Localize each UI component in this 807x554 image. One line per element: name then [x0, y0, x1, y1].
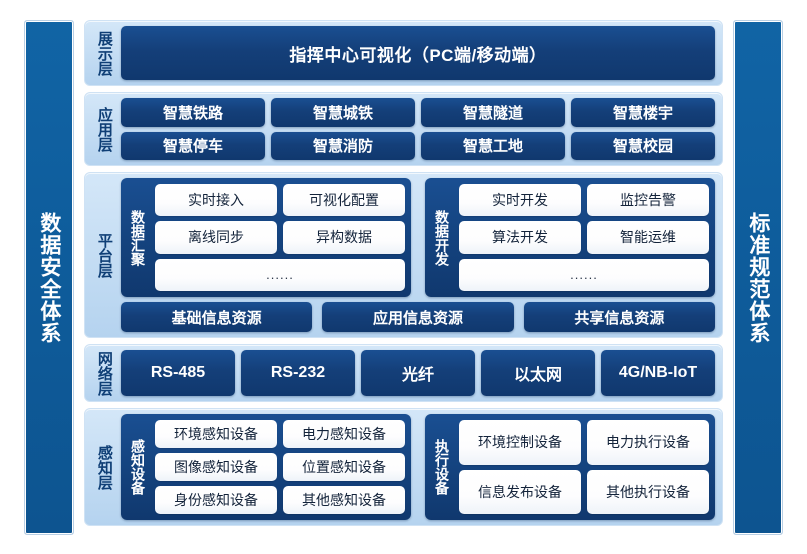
actuator-item-other[interactable]: 其他执行设备 [587, 469, 709, 514]
app-item-smart-tunnel[interactable]: 智慧隧道 [421, 98, 565, 127]
application-body: 智慧铁路 智慧城铁 智慧隧道 智慧楼宇 智慧停车 智慧消防 智慧工地 智慧校园 [116, 98, 715, 160]
layer-label-sensing: 感知层 [95, 444, 113, 490]
platform-panel-data-development: 数据开发 实时开发 监控告警 算法开发 智能运维 ...... [425, 178, 715, 297]
agg-item-heterogeneous-data[interactable]: 异构数据 [283, 221, 405, 254]
left-pillar-label: 数据安全体系 [37, 211, 61, 344]
actuator-devices-row-2: 信息发布设备 其他执行设备 [459, 469, 709, 514]
sensing-panel-actuator-devices: 执行设备 环境控制设备 电力执行设备 信息发布设备 其他执行设备 [425, 414, 715, 520]
layer-label-presentation: 展示层 [95, 30, 113, 76]
sensor-item-image[interactable]: 图像感知设备 [155, 453, 277, 481]
dev-item-realtime-development[interactable]: 实时开发 [459, 184, 581, 217]
data-development-grid: 实时开发 监控告警 算法开发 智能运维 ...... [453, 184, 709, 291]
layer-label-platform: 平台层 [95, 232, 113, 278]
agg-item-more[interactable]: ...... [155, 258, 405, 291]
sensing-panels: 感知设备 环境感知设备 电力感知设备 图像感知设备 位置感知设备 [121, 414, 715, 520]
layer-stack: 展示层 指挥中心可视化（PC端/移动端） 应用层 智慧铁路 智慧城铁 智慧隧道 … [84, 20, 723, 535]
layer-label-application: 应用层 [95, 106, 113, 152]
actuator-devices-grid: 环境控制设备 电力执行设备 信息发布设备 其他执行设备 [453, 420, 709, 514]
network-body: RS-485 RS-232 光纤 以太网 4G/NB-IoT [116, 350, 715, 396]
presentation-body: 指挥中心可视化（PC端/移动端） [116, 26, 715, 80]
sensor-item-environment[interactable]: 环境感知设备 [155, 420, 277, 448]
resource-item-shared-info[interactable]: 共享信息资源 [523, 302, 715, 332]
actuator-item-power-execution[interactable]: 电力执行设备 [587, 420, 709, 465]
data-development-row-2: 算法开发 智能运维 [459, 221, 709, 254]
agg-item-realtime-access[interactable]: 实时接入 [155, 184, 277, 217]
dev-item-monitoring-alarm[interactable]: 监控告警 [587, 184, 709, 217]
sensor-devices-row-1: 环境感知设备 电力感知设备 [155, 420, 405, 448]
network-item-ethernet[interactable]: 以太网 [481, 350, 595, 396]
actuator-item-environment-control[interactable]: 环境控制设备 [459, 420, 581, 465]
agg-item-offline-sync[interactable]: 离线同步 [155, 221, 277, 254]
layer-sensing: 感知层 感知设备 环境感知设备 电力感知设备 图像感知设备 位置感知设备 [84, 408, 723, 526]
resource-item-basic-info[interactable]: 基础信息资源 [121, 302, 313, 332]
right-pillar-label: 标准规范体系 [746, 211, 770, 344]
network-item-4g-nbiot[interactable]: 4G/NB-IoT [601, 350, 715, 396]
platform-resource-row: 基础信息资源 应用信息资源 共享信息资源 [121, 302, 715, 332]
sensor-item-identity[interactable]: 身份感知设备 [155, 486, 277, 514]
sensor-devices-grid: 环境感知设备 电力感知设备 图像感知设备 位置感知设备 身份感知设备 其他感知设… [149, 420, 405, 514]
platform-panels: 数据汇聚 实时接入 可视化配置 离线同步 异构数据 ...... [121, 178, 715, 297]
resource-item-application-info[interactable]: 应用信息资源 [322, 302, 514, 332]
app-item-smart-parking[interactable]: 智慧停车 [121, 131, 265, 160]
layer-label-network: 网络层 [95, 350, 113, 396]
sensor-item-other[interactable]: 其他感知设备 [283, 486, 405, 514]
data-aggregation-row-2: 离线同步 异构数据 [155, 221, 405, 254]
presentation-banner[interactable]: 指挥中心可视化（PC端/移动端） [121, 26, 715, 80]
data-aggregation-row-1: 实时接入 可视化配置 [155, 184, 405, 217]
dev-item-algorithm-development[interactable]: 算法开发 [459, 221, 581, 254]
sensing-body: 感知设备 环境感知设备 电力感知设备 图像感知设备 位置感知设备 [116, 414, 715, 520]
app-item-smart-railway[interactable]: 智慧铁路 [121, 98, 265, 127]
platform-body: 数据汇聚 实时接入 可视化配置 离线同步 异构数据 ...... [116, 178, 715, 332]
dev-item-intelligent-ops[interactable]: 智能运维 [587, 221, 709, 254]
panel-label-data-development: 数据开发 [434, 209, 451, 266]
application-row-1: 智慧铁路 智慧城铁 智慧隧道 智慧楼宇 [121, 98, 715, 127]
data-development-row-3: ...... [459, 258, 709, 291]
data-development-row-1: 实时开发 监控告警 [459, 184, 709, 217]
data-aggregation-row-3: ...... [155, 258, 405, 291]
network-row: RS-485 RS-232 光纤 以太网 4G/NB-IoT [121, 350, 715, 396]
layer-application: 应用层 智慧铁路 智慧城铁 智慧隧道 智慧楼宇 智慧停车 智慧消防 智慧工地 智… [84, 92, 723, 166]
actuator-item-info-release[interactable]: 信息发布设备 [459, 469, 581, 514]
network-item-optical-fiber[interactable]: 光纤 [361, 350, 475, 396]
platform-panel-data-aggregation: 数据汇聚 实时接入 可视化配置 离线同步 异构数据 ...... [121, 178, 411, 297]
app-item-smart-urban-rail[interactable]: 智慧城铁 [271, 98, 415, 127]
layer-presentation: 展示层 指挥中心可视化（PC端/移动端） [84, 20, 723, 86]
sensor-devices-row-3: 身份感知设备 其他感知设备 [155, 486, 405, 514]
left-pillar-data-security: 数据安全体系 [24, 20, 74, 535]
network-item-rs485[interactable]: RS-485 [121, 350, 235, 396]
panel-label-sensor-devices: 感知设备 [130, 439, 147, 495]
app-item-smart-construction-site[interactable]: 智慧工地 [421, 131, 565, 160]
data-aggregation-grid: 实时接入 可视化配置 离线同步 异构数据 ...... [149, 184, 405, 291]
sensor-item-location[interactable]: 位置感知设备 [283, 453, 405, 481]
sensor-devices-row-2: 图像感知设备 位置感知设备 [155, 453, 405, 481]
network-item-rs232[interactable]: RS-232 [241, 350, 355, 396]
right-pillar-standards: 标准规范体系 [733, 20, 783, 535]
app-item-smart-campus[interactable]: 智慧校园 [571, 131, 715, 160]
app-item-smart-firefighting[interactable]: 智慧消防 [271, 131, 415, 160]
agg-item-visual-config[interactable]: 可视化配置 [283, 184, 405, 217]
layer-platform: 平台层 数据汇聚 实时接入 可视化配置 离线同步 异构数据 [84, 172, 723, 338]
actuator-devices-row-1: 环境控制设备 电力执行设备 [459, 420, 709, 465]
app-item-smart-building[interactable]: 智慧楼宇 [571, 98, 715, 127]
panel-label-actuator-devices: 执行设备 [434, 439, 451, 495]
dev-item-more[interactable]: ...... [459, 258, 709, 291]
sensor-item-power[interactable]: 电力感知设备 [283, 420, 405, 448]
layer-network: 网络层 RS-485 RS-232 光纤 以太网 4G/NB-IoT [84, 344, 723, 402]
panel-label-data-aggregation: 数据汇聚 [130, 209, 147, 266]
application-row-2: 智慧停车 智慧消防 智慧工地 智慧校园 [121, 131, 715, 160]
sensing-panel-sensor-devices: 感知设备 环境感知设备 电力感知设备 图像感知设备 位置感知设备 [121, 414, 411, 520]
